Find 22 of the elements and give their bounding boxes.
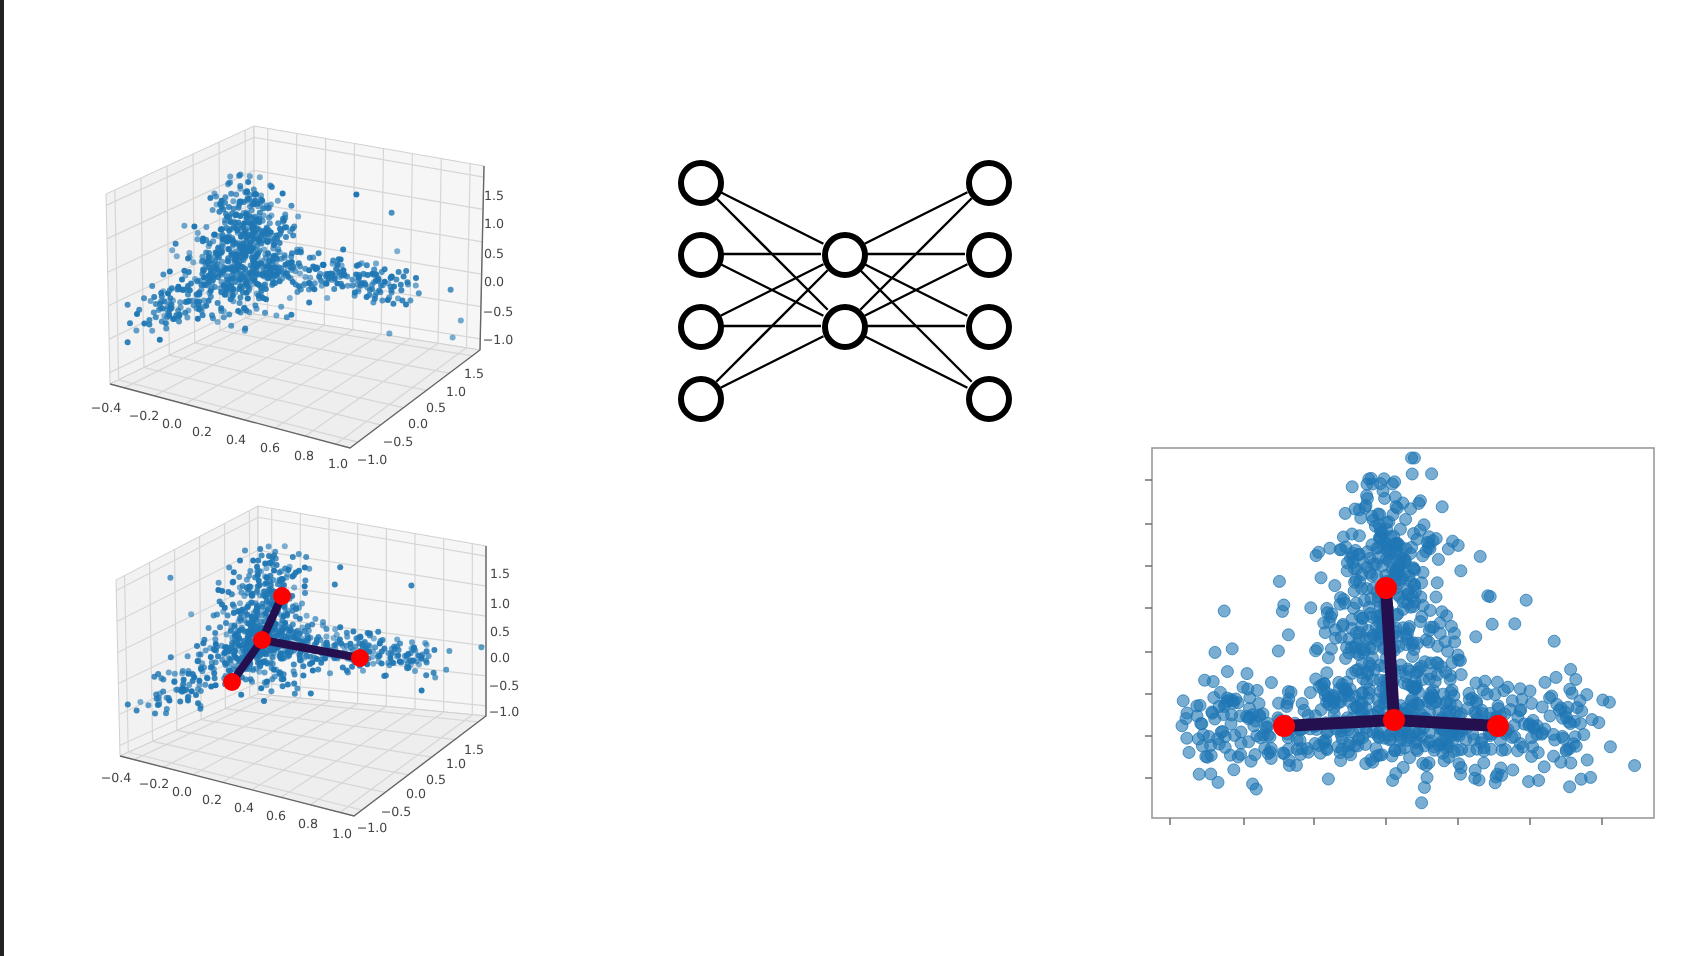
- neuron-node: [821, 231, 867, 277]
- connection-line: [720, 191, 824, 245]
- connection-line: [720, 335, 824, 389]
- connection-line: [864, 191, 968, 245]
- connection-line: [859, 197, 973, 311]
- connection-line: [867, 324, 965, 328]
- neuron-node: [965, 159, 1011, 205]
- connection-line: [715, 197, 829, 311]
- connection-line: [723, 252, 821, 256]
- neuron-node: [677, 231, 723, 277]
- neuron-node: [677, 303, 723, 349]
- connection-line: [715, 269, 829, 383]
- connection-line: [723, 324, 821, 328]
- neuron-node: [965, 231, 1011, 277]
- neuron-node: [677, 159, 723, 205]
- neuron-node: [821, 303, 867, 349]
- connection-line: [867, 252, 965, 256]
- neuron-node: [965, 375, 1011, 421]
- neuron-node: [677, 375, 723, 421]
- connection-line: [864, 335, 968, 389]
- neuron-node: [965, 303, 1011, 349]
- connection-line: [859, 269, 973, 383]
